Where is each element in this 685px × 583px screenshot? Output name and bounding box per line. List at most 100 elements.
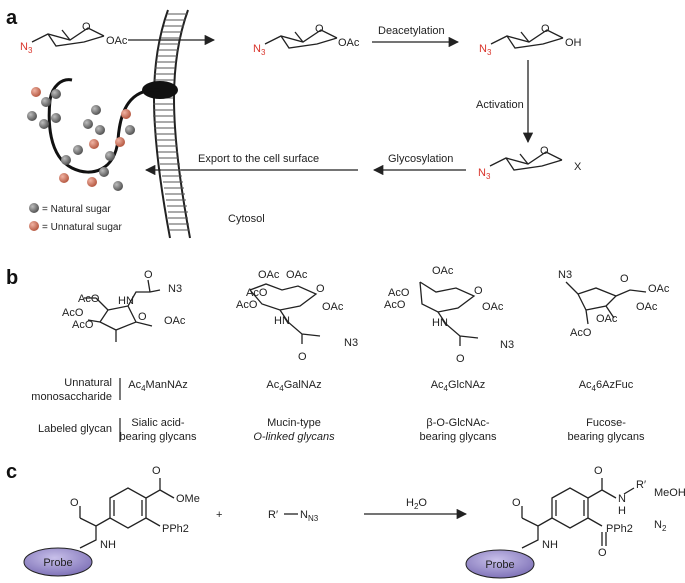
structure-ac4galnaz: OAc OAc AcO AcO O OAc HN O N3 (236, 269, 358, 363)
svg-text:bearing glycans: bearing glycans (119, 431, 197, 443)
cytosol-label: Cytosol (228, 213, 265, 225)
svg-text:O: O (144, 269, 153, 281)
svg-text:AcO: AcO (246, 287, 268, 299)
svg-text:NH: NH (100, 539, 116, 551)
svg-text:N: N (618, 493, 626, 505)
svg-text:HN: HN (274, 315, 290, 327)
svg-text:R′: R′ (268, 509, 278, 521)
bead-natural (41, 97, 51, 107)
svg-text:O: O (474, 285, 483, 297)
meoh-label: MeOH (654, 487, 685, 499)
ring-oxygen: O (82, 21, 91, 33)
svg-text:OH: OH (565, 37, 582, 49)
organic-azide: R′ NN3 (268, 509, 319, 523)
svg-text:Sialic acid-: Sialic acid- (131, 417, 185, 429)
svg-text:O: O (298, 351, 307, 363)
svg-text:O: O (512, 497, 521, 509)
azido-sugar-peracetylated: O OAc N3 (20, 21, 128, 55)
panel-a-label: a (6, 7, 18, 29)
svg-text:O: O (620, 273, 629, 285)
n2-label: N2 (654, 519, 667, 533)
svg-text:OAc: OAc (432, 265, 454, 277)
svg-text:AcO: AcO (236, 299, 258, 311)
legend-unnatural-swatch (29, 221, 39, 231)
svg-text:Fucose-: Fucose- (586, 417, 626, 429)
bead-natural (125, 125, 135, 135)
plus-sign: + (216, 509, 222, 521)
svg-text:O: O (315, 23, 324, 35)
svg-text:PPh2: PPh2 (162, 523, 189, 535)
svg-text:H: H (618, 505, 626, 517)
compound-name: Ac4GlcNAz (431, 379, 486, 393)
svg-text:OAc: OAc (338, 37, 360, 49)
bead-natural (99, 167, 109, 177)
compound-name: Ac4ManNAz (128, 379, 187, 393)
svg-text:NN3: NN3 (300, 509, 319, 523)
compound-name: Ac46AzFuc (579, 379, 634, 393)
bead-natural (113, 181, 123, 191)
probe-label: Probe (43, 557, 72, 569)
svg-text:HN: HN (432, 317, 448, 329)
svg-text:AcO: AcO (388, 287, 410, 299)
svg-text:OAc: OAc (286, 269, 308, 281)
legend-natural-label: = Natural sugar (42, 204, 111, 215)
svg-text:N3: N3 (500, 339, 514, 351)
deacetylation-label: Deacetylation (378, 25, 445, 37)
structure-ac46azfuc: N3 O OAc OAc OAc AcO (558, 269, 670, 339)
phosphine-probe-reagent: O OMe O NH PPh2 Probe (23, 465, 200, 577)
svg-text:OAc: OAc (482, 301, 504, 313)
svg-text:N3: N3 (479, 43, 492, 57)
structure-ac4mannaz: AcO HN O N3 AcO AcO O OAc (62, 269, 186, 342)
structure-ac4glcnaz: OAc AcO AcO O OAc HN O N3 (384, 265, 514, 365)
svg-text:O: O (598, 547, 607, 559)
svg-text:OAc: OAc (322, 301, 344, 313)
svg-text:β-O-GlcNAc-: β-O-GlcNAc- (426, 417, 489, 429)
svg-text:NH: NH (542, 539, 558, 551)
bead-natural (61, 155, 71, 165)
bead-unnatural (89, 139, 99, 149)
svg-text:OAc: OAc (596, 313, 618, 325)
bead-natural (83, 119, 93, 129)
svg-text:AcO: AcO (62, 307, 84, 319)
probe-bead (465, 549, 535, 579)
svg-text:O: O (138, 311, 147, 323)
azido-sugar-deacetylated: O OH N3 (479, 23, 582, 57)
svg-text:Mucin-type: Mucin-type (267, 417, 321, 429)
glycosylation-label: Glycosylation (388, 153, 453, 165)
svg-text:O: O (152, 465, 161, 477)
svg-text:OAc: OAc (636, 301, 658, 313)
bead-natural (51, 89, 61, 99)
bead-natural (51, 113, 61, 123)
oac-label: OAc (106, 35, 128, 47)
svg-text:AcO: AcO (570, 327, 592, 339)
svg-text:HN: HN (118, 295, 134, 307)
svg-text:X: X (574, 161, 582, 173)
probe-bead (23, 547, 93, 577)
glycan-types: Sialic acid- bearing glycans Mucin-type … (119, 417, 645, 443)
export-label: Export to the cell surface (198, 153, 319, 165)
svg-text:O: O (594, 465, 603, 477)
svg-text:N3: N3 (168, 283, 182, 295)
svg-text:N3: N3 (478, 167, 491, 181)
svg-text:PPh2: PPh2 (606, 523, 633, 535)
bead-natural (73, 145, 83, 155)
svg-text:O: O (316, 283, 325, 295)
activated-sugar: O X N3 (478, 145, 582, 181)
panel-c-label: c (6, 461, 17, 483)
row-label-labeled: Labeled glycan (38, 423, 112, 435)
svg-text:O: O (540, 145, 549, 157)
bead-natural (39, 119, 49, 129)
legend-natural-swatch (29, 203, 39, 213)
svg-text:O: O (70, 497, 79, 509)
activation-label: Activation (476, 99, 524, 111)
n3-label: N3 (20, 41, 33, 55)
svg-text:O-linked glycans: O-linked glycans (253, 431, 335, 443)
svg-text:R′: R′ (636, 479, 646, 491)
bead-natural (91, 105, 101, 115)
cell-membrane (142, 9, 191, 239)
svg-text:N3: N3 (344, 337, 358, 349)
legend-unnatural-label: = Unnatural sugar (42, 222, 122, 233)
row-label-unnatural-2: monosaccharide (31, 391, 112, 403)
svg-text:OMe: OMe (176, 493, 200, 505)
